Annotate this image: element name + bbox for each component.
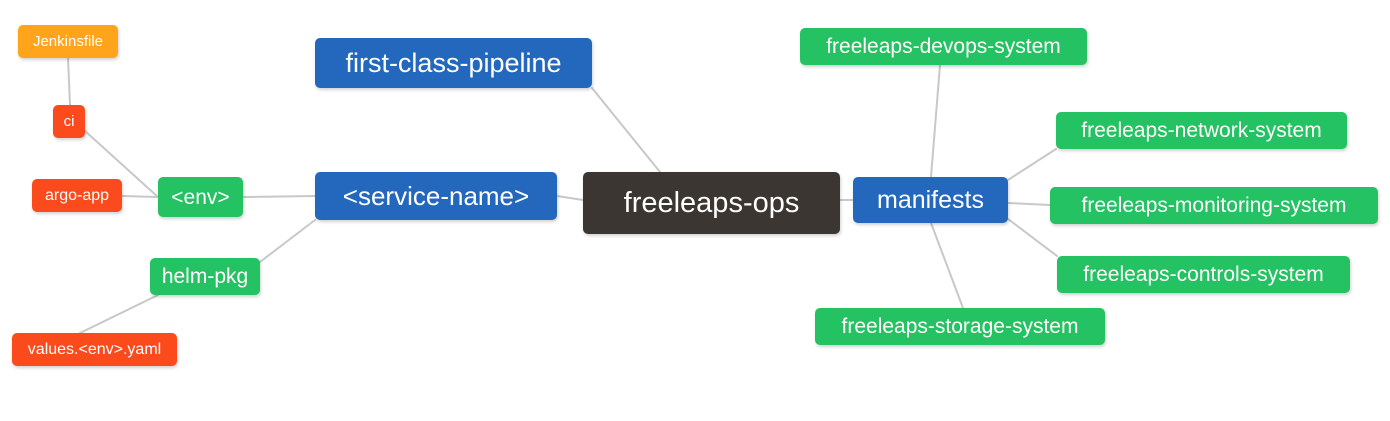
mindmap-node-service-name[interactable]: <service-name> bbox=[315, 172, 557, 220]
mindmap-edge bbox=[1007, 218, 1058, 257]
mindmap-node-freeleaps-controls-system[interactable]: freeleaps-controls-system bbox=[1057, 256, 1350, 293]
mindmap-edge bbox=[1007, 202, 1051, 206]
mindmap-node-label: ci bbox=[63, 113, 75, 130]
mindmap-node-label: freeleaps-monitoring-system bbox=[1081, 194, 1347, 217]
mindmap-node-env[interactable]: <env> bbox=[158, 177, 243, 217]
mindmap-node-label: first-class-pipeline bbox=[345, 47, 562, 78]
mindmap-edge bbox=[121, 195, 159, 198]
mindmap-node-label: <env> bbox=[171, 185, 230, 209]
mindmap-edge bbox=[556, 195, 584, 201]
mindmap-edge bbox=[930, 222, 964, 309]
mindmap-node-freeleaps-monitoring-system[interactable]: freeleaps-monitoring-system bbox=[1050, 187, 1378, 224]
mindmap-node-values-env-yaml[interactable]: values.<env>.yaml bbox=[12, 333, 177, 366]
mindmap-node-label: freeleaps-controls-system bbox=[1083, 263, 1324, 286]
mindmap-node-helm-pkg[interactable]: helm-pkg bbox=[150, 258, 260, 295]
mindmap-node-label: freeleaps-ops bbox=[623, 186, 800, 219]
mindmap-node-label: Jenkinsfile bbox=[32, 33, 104, 50]
mindmap-node-label: helm-pkg bbox=[161, 265, 249, 288]
mindmap-node-ci[interactable]: ci bbox=[53, 105, 85, 138]
mindmap-node-label: <service-name> bbox=[342, 181, 530, 211]
mindmap-node-label: freeleaps-storage-system bbox=[841, 315, 1079, 338]
mindmap-node-label: freeleaps-devops-system bbox=[826, 35, 1061, 58]
mindmap-node-first-class-pipeline[interactable]: first-class-pipeline bbox=[315, 38, 592, 88]
mindmap-node-freeleaps-devops-system[interactable]: freeleaps-devops-system bbox=[800, 28, 1087, 65]
mindmap-edge bbox=[79, 294, 159, 334]
mindmap-node-label: values.<env>.yaml bbox=[27, 340, 162, 358]
mindmap-node-freeleaps-ops[interactable]: freeleaps-ops bbox=[583, 172, 840, 234]
mindmap-node-label: freeleaps-network-system bbox=[1081, 119, 1322, 142]
mindmap-node-freeleaps-storage-system[interactable]: freeleaps-storage-system bbox=[815, 308, 1105, 345]
mindmap-edge bbox=[67, 57, 71, 106]
mindmap-edge bbox=[591, 87, 661, 173]
mindmap-edge bbox=[1007, 148, 1057, 181]
mindmap-edge bbox=[242, 195, 316, 198]
mindmap-edge bbox=[930, 64, 941, 178]
mindmap-edge bbox=[259, 219, 316, 263]
mindmap-node-label: argo-app bbox=[44, 186, 110, 204]
mindmap-node-jenkinsfile[interactable]: Jenkinsfile bbox=[18, 25, 118, 58]
mindmap-node-argo-app[interactable]: argo-app bbox=[32, 179, 122, 212]
mindmap-node-manifests[interactable]: manifests bbox=[853, 177, 1008, 223]
mindmap-node-label: manifests bbox=[877, 185, 984, 214]
mindmap-node-freeleaps-network-system[interactable]: freeleaps-network-system bbox=[1056, 112, 1347, 149]
